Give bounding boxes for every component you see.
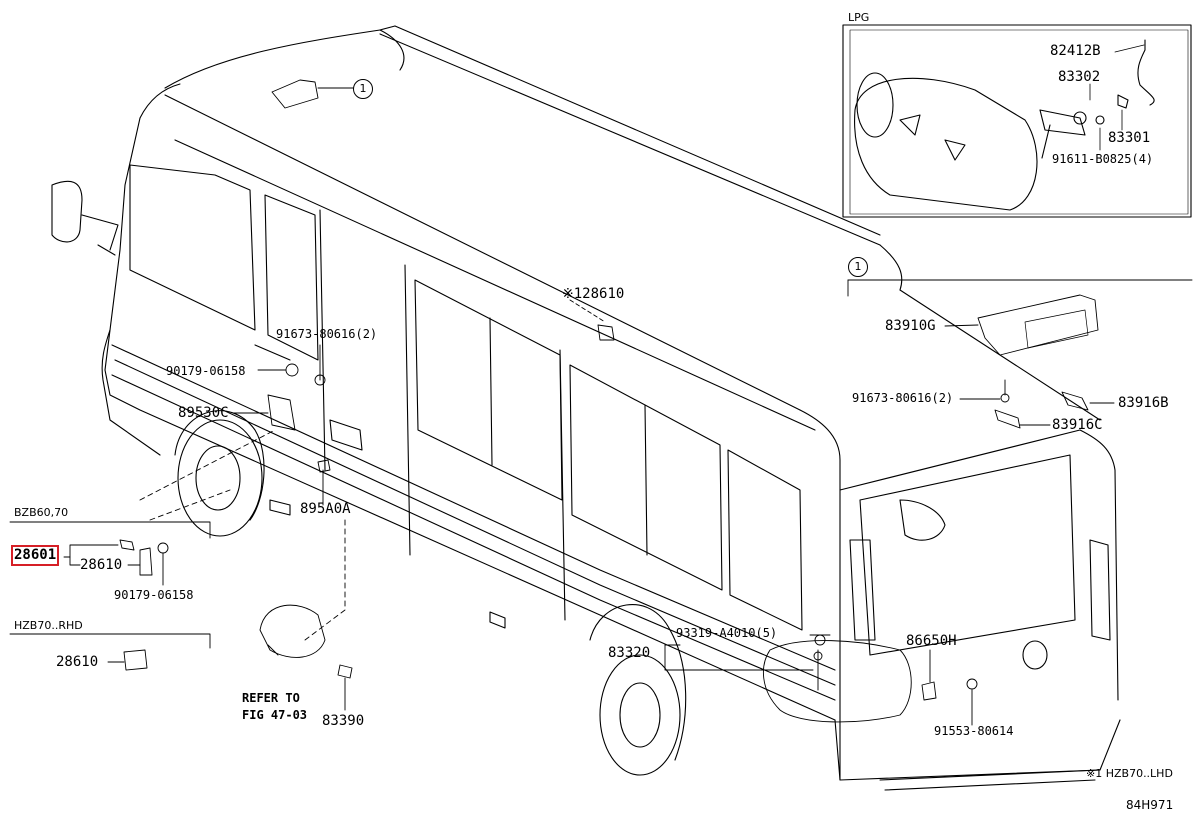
callout-91553-80614[interactable]: 91553-80614	[934, 724, 1014, 738]
callout-93319-A4010[interactable]: 93319-A4010(5)	[676, 626, 778, 640]
refer-to-text[interactable]: REFER TO	[242, 691, 300, 705]
callout-28610-top[interactable]: ※128610	[562, 286, 625, 302]
section-label-bzb60-70: BZB60,70	[14, 506, 69, 519]
callout-83910G[interactable]: 83910G	[885, 318, 936, 334]
callout-91673-80616-right[interactable]: 91673-80616(2)	[852, 391, 954, 405]
footnote-hzb70-lhd: ※1 HZB70..LHD	[1086, 767, 1173, 780]
callout-28610-hzb[interactable]: 28610	[56, 654, 99, 670]
callout-895A0A[interactable]: 895A0A	[300, 501, 351, 517]
callout-28601-highlighted[interactable]: 28601	[10, 545, 60, 566]
callout-83302[interactable]: 83302	[1058, 69, 1101, 85]
callout-82412B[interactable]: 82412B	[1050, 43, 1101, 59]
figure-id: 84H971	[1126, 798, 1174, 812]
callout-83916C[interactable]: 83916C	[1052, 417, 1103, 433]
section-label-hzb70-rhd: HZB70..RHD	[14, 619, 83, 632]
callout-91673-80616-left[interactable]: 91673-80616(2)	[276, 327, 378, 341]
callout-83320[interactable]: 83320	[608, 645, 651, 661]
callout-86650H[interactable]: 86650H	[906, 633, 957, 649]
callout-28610-bzb[interactable]: 28610	[80, 557, 123, 573]
ref-marker-1-top: 1	[353, 79, 373, 99]
refer-fig-text[interactable]: FIG 47-03	[242, 708, 308, 722]
lpg-inset-box	[842, 24, 1192, 218]
callout-89530C[interactable]: 89530C	[178, 405, 229, 421]
ref-marker-1-right: 1	[848, 257, 868, 277]
callout-83390[interactable]: 83390	[322, 713, 365, 729]
callout-90179-06158-lower[interactable]: 90179-06158	[114, 588, 194, 602]
callout-91611-B0825[interactable]: 91611-B0825(4)	[1052, 152, 1154, 166]
part-leaders	[9, 79, 1193, 726]
callout-83301[interactable]: 83301	[1108, 130, 1151, 146]
section-label-lpg: LPG	[848, 11, 870, 24]
callout-90179-06158-upper[interactable]: 90179-06158	[166, 364, 246, 378]
bus-body-outline	[51, 25, 1121, 791]
callout-83916B[interactable]: 83916B	[1118, 395, 1169, 411]
